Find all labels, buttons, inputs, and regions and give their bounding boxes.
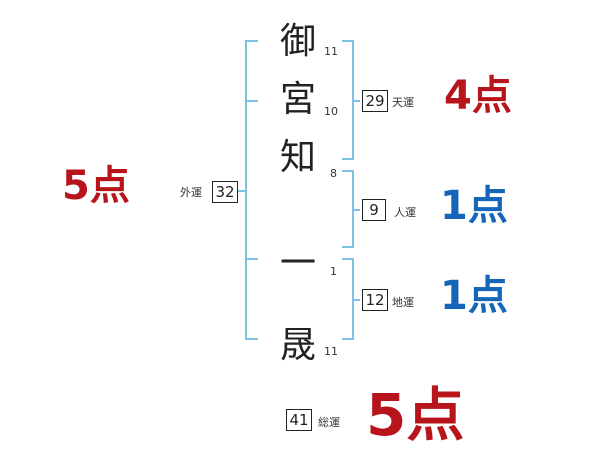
ten-value: 29: [362, 90, 388, 112]
total-score: 5点: [366, 381, 465, 449]
gai-value: 32: [212, 181, 238, 203]
stroke-count-2: 10: [324, 105, 338, 118]
ten-label: 天運: [392, 96, 414, 109]
name-char-5: 晟: [279, 325, 316, 366]
jin-label: 人運: [394, 206, 416, 219]
gai-score: 5点: [62, 163, 130, 209]
stroke-count-3: 8: [330, 167, 337, 180]
stroke-count-4: 1: [330, 265, 337, 278]
jin-value: 9: [362, 199, 386, 221]
jin-score: 1点: [440, 183, 508, 229]
stroke-count-5: 11: [324, 345, 338, 358]
gai-label: 外運: [180, 186, 202, 199]
ten-score: 4点: [444, 73, 512, 119]
chi-label: 地運: [392, 296, 414, 309]
name-char-3: 知: [279, 137, 316, 178]
name-char-2: 宮: [279, 79, 316, 120]
total-value: 41: [286, 409, 312, 431]
name-char-1: 御: [279, 21, 316, 62]
chi-value: 12: [362, 289, 388, 311]
chi-score: 1点: [440, 273, 508, 319]
name-char-4: 一: [279, 243, 316, 284]
stroke-count-1: 11: [324, 45, 338, 58]
total-label: 総運: [318, 416, 340, 429]
